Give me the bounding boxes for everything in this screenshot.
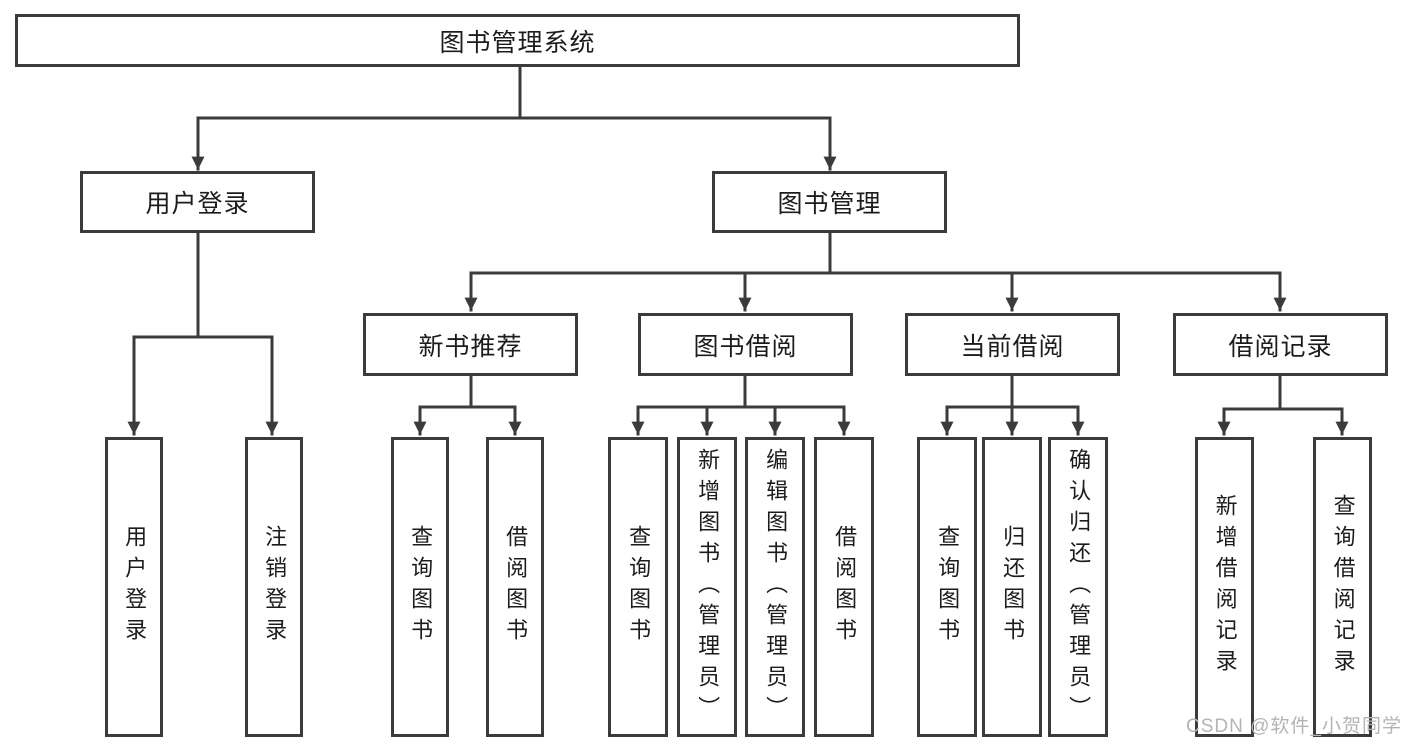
node-new-book-recommend-label: 新书推荐 — [418, 332, 523, 361]
node-add-borrow-record: 新增借阅记录 — [1195, 437, 1254, 737]
node-user-login-label: 用户登录 — [145, 190, 250, 218]
node-query-books-borrow-label: 查询图书 — [626, 525, 652, 649]
node-borrow-books-recommend-label: 借阅图书 — [503, 525, 529, 649]
node-borrow-books-leaf-label: 借阅图书 — [832, 525, 858, 649]
node-borrow-books-leaf: 借阅图书 — [814, 437, 874, 737]
node-return-books-label: 归还图书 — [1000, 525, 1026, 649]
node-query-books-current-label: 查询图书 — [935, 525, 961, 649]
node-edit-books-admin: 编辑图书（管理员） — [745, 437, 805, 737]
node-borrow-records-label: 借阅记录 — [1228, 332, 1333, 361]
node-book-borrow-label: 图书借阅 — [693, 332, 798, 361]
node-borrow-records: 借阅记录 — [1173, 313, 1388, 376]
node-new-book-recommend: 新书推荐 — [363, 313, 578, 376]
node-add-borrow-record-label: 新增借阅记录 — [1212, 494, 1238, 680]
node-book-management-label: 图书管理 — [777, 190, 882, 218]
node-user-login-leaf-label: 用户登录 — [122, 525, 148, 649]
node-book-borrow: 图书借阅 — [638, 313, 853, 376]
node-book-management: 图书管理 — [712, 171, 947, 233]
watermark: CSDN @软件_小贺同学 — [1186, 716, 1402, 737]
node-query-books-recommend-label: 查询图书 — [408, 525, 434, 649]
node-current-borrow-label: 当前借阅 — [960, 332, 1065, 361]
node-root: 图书管理系统 — [15, 14, 1020, 67]
node-confirm-return-admin: 确认归还（管理员） — [1048, 437, 1108, 737]
node-query-books-borrow: 查询图书 — [608, 437, 668, 737]
node-user-login: 用户登录 — [80, 171, 315, 233]
node-user-login-leaf: 用户登录 — [105, 437, 163, 737]
node-add-books-admin-label: 新增图书（管理员） — [695, 447, 721, 727]
node-logout-leaf-label: 注销登录 — [262, 525, 288, 649]
node-root-label: 图书管理系统 — [439, 28, 596, 57]
node-query-books-current: 查询图书 — [917, 437, 977, 737]
node-logout-leaf: 注销登录 — [245, 437, 303, 737]
node-current-borrow: 当前借阅 — [905, 313, 1120, 376]
node-borrow-books-recommend: 借阅图书 — [486, 437, 544, 737]
node-add-books-admin: 新增图书（管理员） — [677, 437, 737, 737]
node-query-books-recommend: 查询图书 — [391, 437, 449, 737]
node-query-borrow-record: 查询借阅记录 — [1313, 437, 1372, 737]
node-query-borrow-record-label: 查询借阅记录 — [1330, 494, 1356, 680]
node-return-books: 归还图书 — [982, 437, 1042, 737]
node-edit-books-admin-label: 编辑图书（管理员） — [763, 447, 789, 727]
node-confirm-return-admin-label: 确认归还（管理员） — [1066, 447, 1092, 727]
